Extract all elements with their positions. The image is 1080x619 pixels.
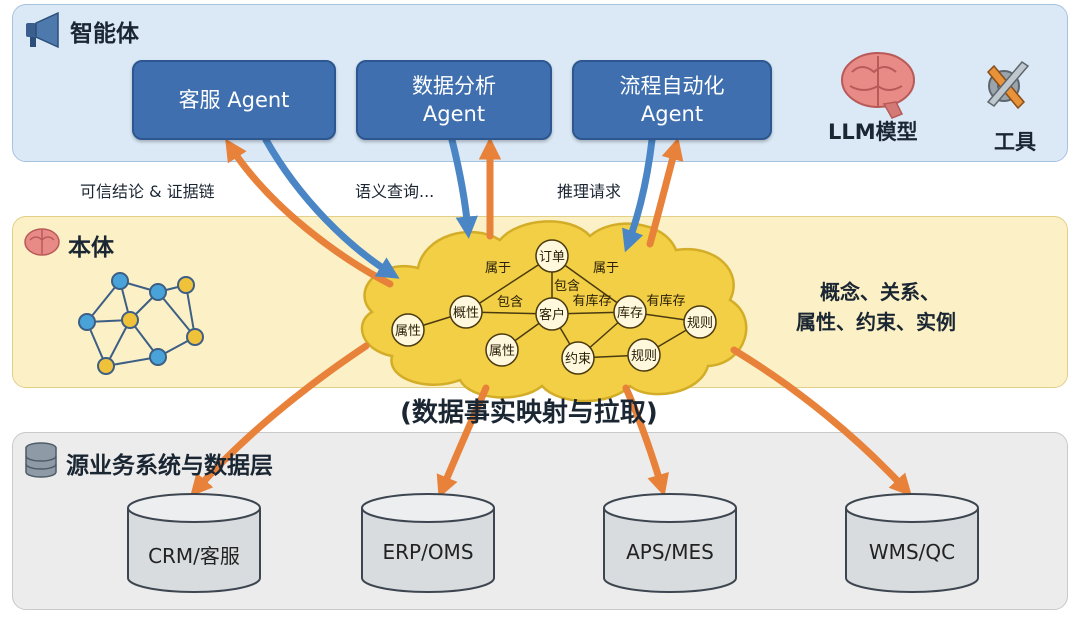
- node-rule-a: 规则: [687, 316, 713, 331]
- node-attr-mid: 属性: [489, 344, 515, 359]
- node-customer: 客户: [539, 307, 565, 323]
- tools-label: 工具: [994, 130, 1036, 154]
- llm-label: LLM模型: [828, 120, 918, 144]
- tools-icon: [986, 61, 1030, 110]
- megaphone-icon: [26, 11, 59, 49]
- agent-data-analysis: 数据分析 Agent: [356, 60, 552, 140]
- arrow-to-aps: [622, 384, 669, 497]
- system-erp-label: ERP/OMS: [382, 540, 474, 564]
- edge-has-inventory-b: 有库存: [646, 293, 685, 309]
- agent-customer-service: 客服 Agent: [132, 60, 336, 140]
- arrow-reasoning-result: [646, 137, 684, 248]
- node-rule-b: 规则: [631, 349, 657, 364]
- database-icon: [25, 442, 57, 478]
- system-crm-label: CRM/客服: [148, 544, 240, 568]
- edge-has-inventory-a: 有库存: [572, 293, 611, 309]
- cylinder-crm: [127, 493, 261, 593]
- agent-customer-service-suffix: Agent: [227, 88, 290, 112]
- agent-customer-service-name: 客服: [178, 88, 221, 112]
- arrow-semantic-query: [448, 136, 478, 239]
- node-attr-left: 属性: [395, 324, 421, 339]
- system-wms-label: WMS/QC: [868, 540, 956, 564]
- node-constraint: 约束: [565, 352, 591, 367]
- arrow-to-crm: [190, 342, 370, 497]
- cylinder-wms: [845, 493, 979, 593]
- arrow-to-erp: [436, 384, 490, 499]
- agent-process-automation-suffix: Agent: [640, 102, 704, 126]
- edge-contains-top: 包含: [554, 278, 580, 294]
- brain-small-icon: [24, 228, 60, 256]
- agent-process-automation: 流程自动化 Agent: [572, 60, 772, 140]
- agent-data-analysis-name: 数据分析: [412, 74, 496, 98]
- system-aps-label: APS/MES: [626, 540, 714, 564]
- arrow-service-query: [262, 136, 400, 279]
- agent-layer-title: 智能体: [70, 21, 139, 47]
- label-semantic-query: 语义查询...: [355, 182, 435, 201]
- cylinder-erp: [361, 493, 495, 593]
- mapping-caption: (数据事实映射与拉取): [400, 398, 658, 428]
- edge-contains-mid: 包含: [497, 294, 523, 310]
- arrow-to-wms: [730, 346, 913, 497]
- edge-belongs-left: 属于: [485, 261, 511, 276]
- edge-belongs-right: 属于: [593, 261, 619, 276]
- agent-data-analysis-suffix: Agent: [422, 102, 486, 126]
- arrow-reasoning-request: [622, 136, 656, 253]
- brain-icon: [841, 52, 915, 119]
- ontology-layer-title: 本体: [68, 235, 114, 261]
- label-conclusion: 可信结论 & 证据链: [80, 182, 215, 201]
- node-inventory: 库存: [617, 305, 643, 321]
- arrow-conclusion: [225, 138, 394, 288]
- data-layer-title: 源业务系统与数据层: [66, 453, 273, 479]
- label-reasoning-request: 推理请求: [557, 182, 622, 201]
- node-concept: 概性: [453, 306, 479, 321]
- network-graph-icon: [78, 272, 204, 375]
- ontology-desc-line2: 属性、约束、实例: [796, 310, 956, 334]
- node-order: 订单: [539, 250, 565, 265]
- ontology-desc-line1: 概念、关系、: [820, 280, 940, 304]
- agent-process-automation-name: 流程自动化: [619, 74, 725, 98]
- cylinder-aps: [603, 493, 737, 593]
- ontology-graph-nodes: [391, 239, 717, 375]
